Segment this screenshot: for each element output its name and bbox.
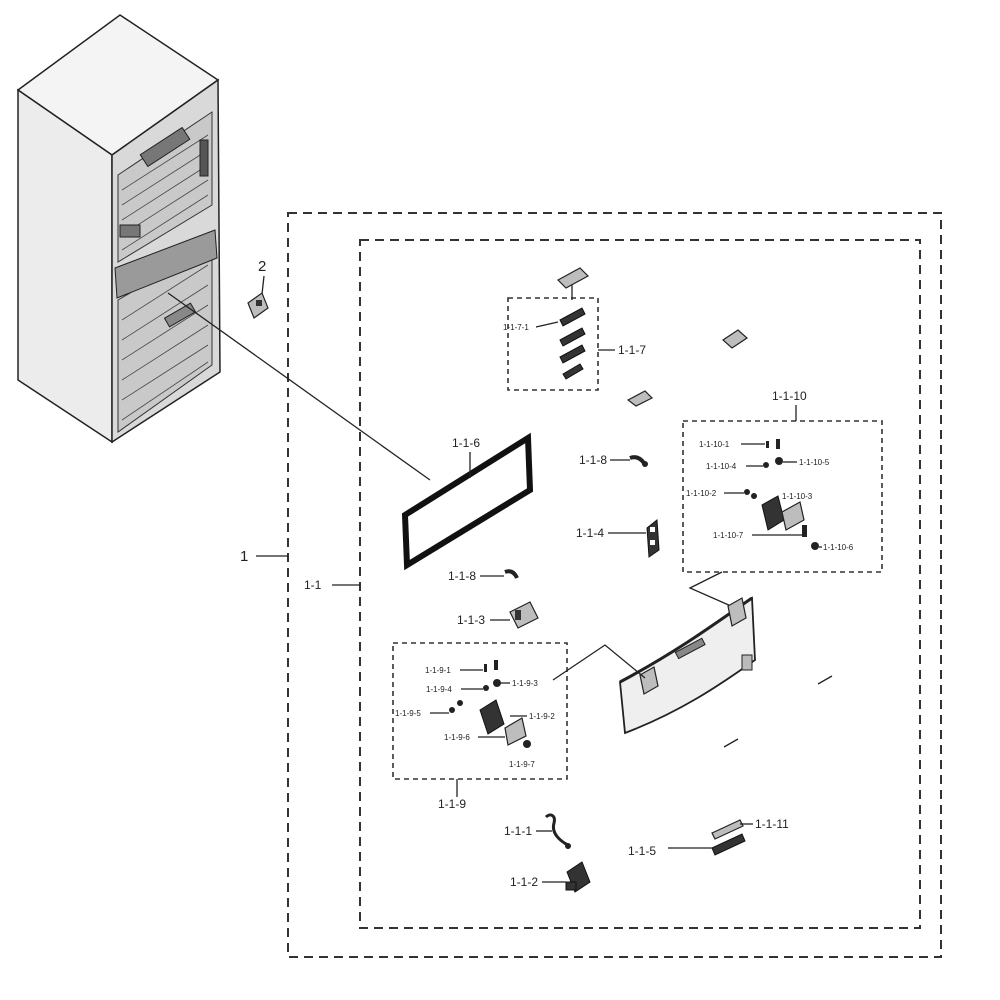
callout-1-1-5: 1-1-5 [628, 844, 656, 858]
part-cap-middle [626, 390, 654, 407]
callout-1-1-2: 1-1-2 [510, 875, 538, 889]
part-1-1-2-connector [565, 861, 591, 893]
callout-1-1-8-lower: 1-1-8 [448, 569, 476, 583]
callout-1-1-9-7: 1-1-9-7 [509, 760, 535, 769]
callout-1-1-9-3: 1-1-9-3 [512, 679, 538, 688]
assembly-box-1-1-7 [507, 297, 599, 391]
assembly-box-1-1-10 [682, 420, 883, 573]
part-1-1-8-lower [504, 569, 519, 579]
callout-1-1-8-upper: 1-1-8 [579, 453, 607, 467]
callout-1-1-9-4: 1-1-9-4 [426, 685, 452, 694]
part-1-1-11-strip [711, 819, 744, 840]
callout-1-1-3: 1-1-3 [457, 613, 485, 627]
part-1-1-7-strips [559, 307, 586, 380]
callout-1-1-10-7: 1-1-10-7 [713, 531, 744, 540]
callout-1-1-7: 1-1-7 [618, 343, 646, 357]
callout-1-1-6: 1-1-6 [452, 436, 480, 450]
part-1-1-3-bracket [509, 601, 539, 629]
callout-1-1-10-5: 1-1-10-5 [799, 458, 830, 467]
part-cap-right [722, 329, 748, 349]
callout-1-1-9-5: 1-1-9-5 [395, 709, 421, 718]
leader-1-1-9-to-door [552, 644, 646, 681]
callout-1-1-10-1: 1-1-10-1 [699, 440, 730, 449]
callout-1-1-10: 1-1-10 [772, 389, 807, 403]
refrigerator-cabinet [16, 14, 221, 444]
callout-1-1-10-3: 1-1-10-3 [782, 492, 813, 501]
assembly-box-1 [287, 212, 942, 958]
callout-1-1-10-4: 1-1-10-4 [706, 462, 737, 471]
callout-1-1-10-2: 1-1-10-2 [686, 489, 717, 498]
callout-1-1-9-6: 1-1-9-6 [444, 733, 470, 742]
callout-1-1-1: 1-1-1 [504, 824, 532, 838]
leader-cabinet-to-gasket [167, 292, 431, 481]
callout-2: 2 [258, 258, 266, 275]
callout-1-1: 1-1 [304, 578, 322, 592]
callout-1: 1 [240, 548, 248, 565]
callout-1-1-7-1: 1-1-7-1 [503, 323, 529, 332]
assembly-box-1-1-9 [392, 642, 568, 780]
callout-1-1-11: 1-1-11 [755, 817, 789, 831]
part-2-bracket [247, 292, 269, 319]
part-1-1-10-components [744, 439, 819, 550]
callout-1-1-9-1: 1-1-9-1 [425, 666, 451, 675]
part-1-1-4-hinge [646, 519, 660, 558]
callout-1-1-9-2: 1-1-9-2 [529, 712, 555, 721]
leader-1-1-10-to-door [688, 571, 741, 611]
callout-1-1-9: 1-1-9 [438, 797, 466, 811]
part-1-1-1-wire [544, 813, 571, 849]
assembly-box-1-1 [359, 239, 921, 929]
part-1-1-7-cap [557, 267, 589, 289]
part-1-1-9-components [449, 660, 531, 748]
part-1-1-8-upper [629, 455, 648, 467]
callout-1-1-4: 1-1-4 [576, 526, 604, 540]
part-1-1-6-gasket [401, 432, 534, 571]
callout-1-1-10-6: 1-1-10-6 [823, 543, 854, 552]
part-1-1-5-strip [711, 833, 746, 856]
door-panel [619, 596, 756, 735]
